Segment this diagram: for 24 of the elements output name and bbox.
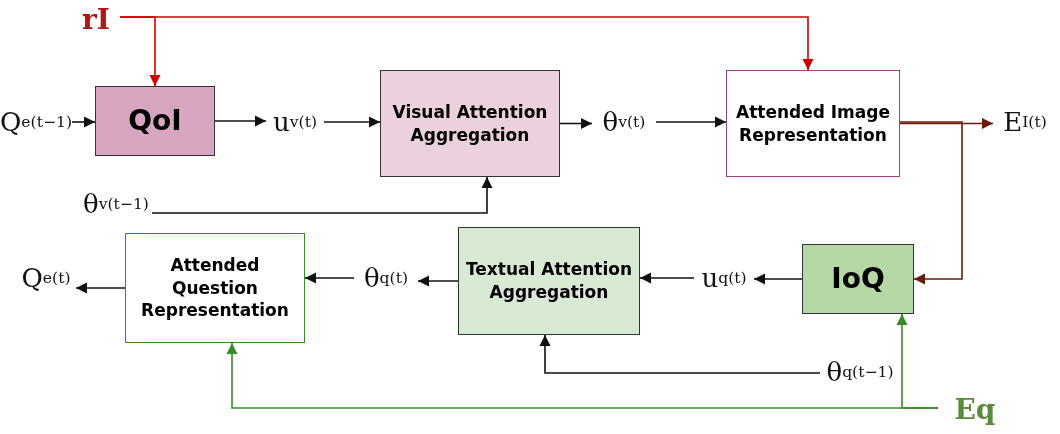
arrow	[655, 116, 727, 128]
arrow	[226, 342, 939, 409]
arrow	[71, 116, 96, 128]
process-box: QoI	[95, 86, 215, 156]
arrow	[899, 121, 963, 285]
arrow	[899, 117, 994, 130]
arrow	[119, 16, 814, 71]
arrow	[75, 282, 126, 294]
arrow	[539, 334, 821, 374]
arrow	[639, 272, 695, 284]
arrow	[323, 116, 381, 128]
arrow	[559, 117, 593, 130]
process-box: IoQ	[802, 244, 914, 314]
arrow	[304, 272, 355, 284]
arrow	[151, 176, 493, 214]
process-box: Textual Attention Aggregation	[458, 227, 640, 335]
arrow	[417, 275, 459, 287]
process-box: Visual Attention Aggregation	[380, 70, 560, 177]
arrow	[214, 115, 267, 127]
process-box: Attended Question Representation	[125, 233, 305, 343]
process-box: Attended Image Representation	[726, 70, 900, 177]
input-label: rI	[72, 2, 120, 36]
input-label: Eq	[938, 390, 1012, 428]
arrow	[753, 273, 803, 285]
